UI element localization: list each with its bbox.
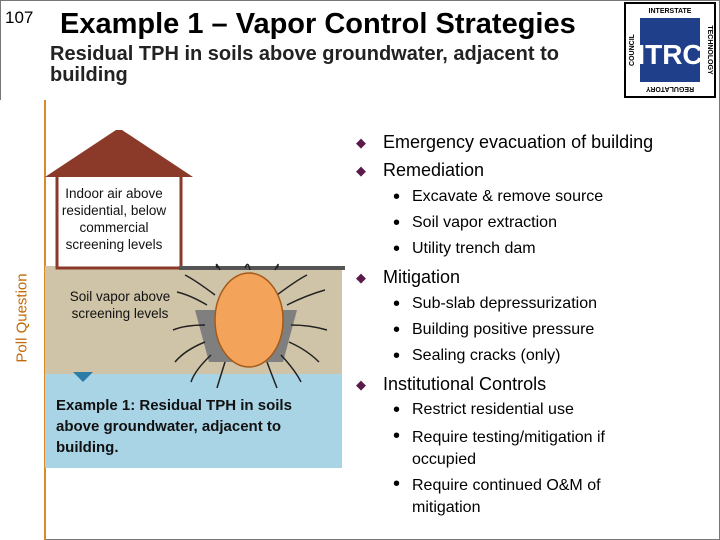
diagram-caption: Example 1: Residual TPH in soils above g… <box>56 397 292 456</box>
sub-bullet-remediation: Utility trench dam <box>412 240 536 257</box>
sub-bullet-mitigation: Sub-slab depressurization <box>412 295 597 312</box>
diamond-bullet-icon: ◆ <box>356 377 366 392</box>
sub-bullet-mitigation: Sealing cracks (only) <box>412 347 561 364</box>
tph-source-blob <box>214 272 284 368</box>
dot-bullet-icon: • <box>393 238 401 260</box>
dot-bullet-icon: • <box>393 293 401 315</box>
sub-bullet-institutional: Restrict residential use <box>412 401 574 418</box>
bullet-emergency: Emergency evacuation of building <box>383 132 654 152</box>
diamond-bullet-icon: ◆ <box>356 270 366 285</box>
dot-bullet-icon: • <box>393 473 401 495</box>
logo-bottom-text: REGULATORY <box>646 85 694 92</box>
sub-bullet-remediation: Excavate & remove source <box>412 188 604 205</box>
vapor-migration-rays <box>172 263 328 389</box>
logo-right-text: TECHNOLOGY <box>706 25 713 75</box>
dot-bullet-icon: • <box>393 425 401 447</box>
itrc-logo: ITRC INTERSTATE REGULATORY COUNCIL TECHN… <box>624 2 716 98</box>
diamond-bullet-icon: ◆ <box>356 163 366 178</box>
slab-line <box>179 266 345 270</box>
dot-bullet-icon: • <box>393 399 401 421</box>
groundwater-layer <box>45 374 342 468</box>
logo-top-text: INTERSTATE <box>649 8 692 15</box>
water-table-marker <box>73 372 93 382</box>
logo-left-text: COUNCIL <box>629 33 636 66</box>
dot-bullet-icon: • <box>393 212 401 234</box>
site-diagram <box>45 130 345 468</box>
bullet-remediation: Remediation <box>383 160 485 180</box>
soil-vapor-label: Soil vapor above screening levels <box>69 289 171 321</box>
sub-bullet-institutional: Require continued O&M of mitigation <box>412 477 601 516</box>
sub-bullet-institutional: Require testing/mitigation if occupied <box>412 429 605 468</box>
slide-number: 107 <box>5 8 34 27</box>
dot-bullet-icon: • <box>393 345 401 367</box>
slide-subtitle: Residual TPH in soils above groundwater,… <box>50 43 559 86</box>
sub-bullet-remediation: Soil vapor extraction <box>412 214 557 231</box>
logo-center-text: ITRC <box>637 39 702 70</box>
building-roof <box>45 130 193 177</box>
diamond-bullet-icon: ◆ <box>356 135 366 150</box>
sub-bullet-mitigation: Building positive pressure <box>412 321 595 338</box>
dot-bullet-icon: • <box>393 319 401 341</box>
indoor-air-label: Indoor air above residential, below comm… <box>61 186 167 252</box>
slide-title: Example 1 – Vapor Control Strategies <box>60 8 576 40</box>
bullet-institutional: Institutional Controls <box>383 374 547 394</box>
bullet-mitigation: Mitigation <box>383 267 461 287</box>
poll-question-label: Poll Question <box>13 273 31 363</box>
dot-bullet-icon: • <box>393 186 401 208</box>
